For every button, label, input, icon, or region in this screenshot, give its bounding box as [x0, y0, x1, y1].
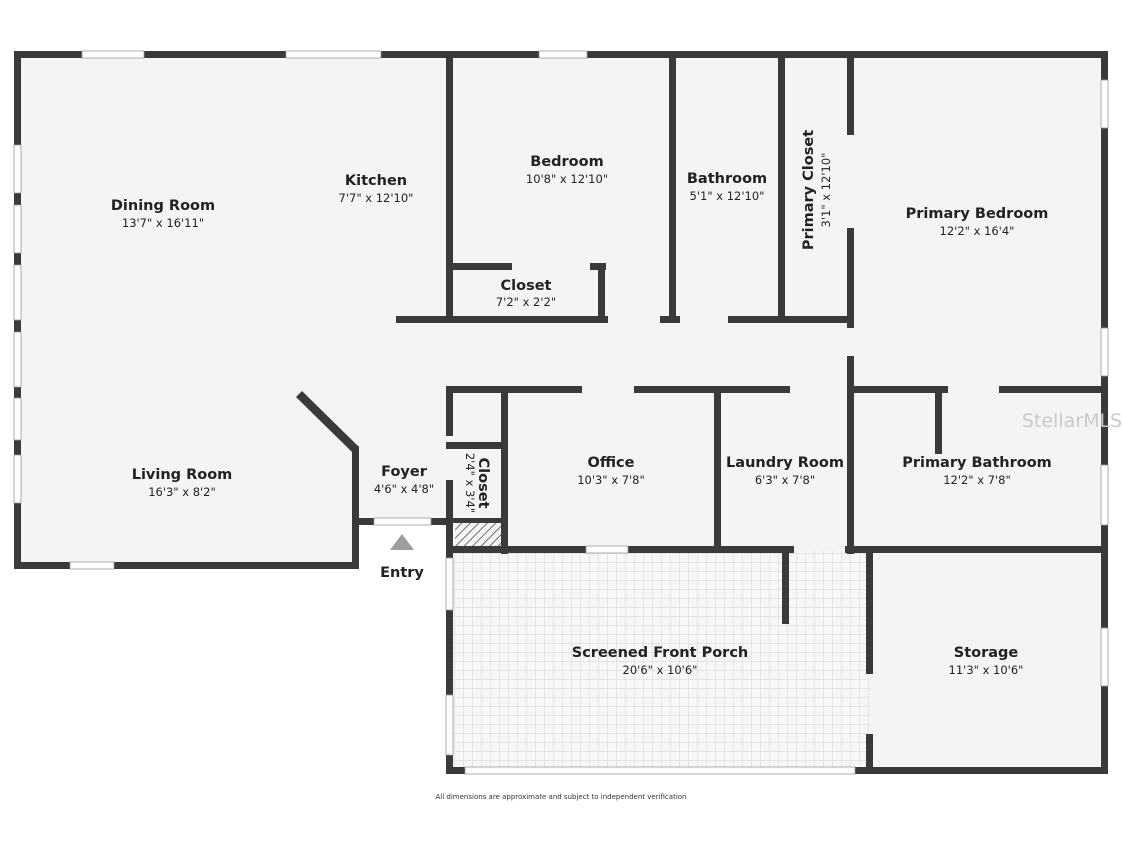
wall-foyer-bottom-l — [352, 518, 374, 525]
hatched-area — [455, 523, 503, 546]
floor-north — [450, 55, 1104, 325]
wall-living-right — [352, 446, 359, 569]
room-dim-living: 16'3" x 8'2" — [148, 485, 216, 499]
window — [1100, 79, 1109, 129]
room-dim-office: 10'3" x 7'8" — [577, 473, 645, 487]
room-name-primary-bathroom: Primary Bathroom — [902, 455, 1052, 471]
wall-office-laundry — [714, 390, 721, 550]
wall-closet-primary-bottom — [847, 228, 854, 328]
wall-kitchen-bedroom — [446, 55, 453, 323]
window — [69, 561, 115, 570]
window — [81, 50, 145, 59]
room-dim-dining: 13'7" x 16'11" — [122, 216, 204, 230]
room-dim-foyer: 4'6" x 4'8" — [374, 482, 434, 496]
wall-porch-stub — [782, 550, 789, 624]
room-name-closet-bedroom: Closet — [501, 278, 552, 294]
room-name-dining: Dining Room — [111, 198, 215, 214]
room-dim-closet-bedroom: 7'2" x 2'2" — [496, 295, 556, 309]
wall-primary-bath-stub — [935, 390, 942, 454]
wall-office-left — [501, 386, 508, 554]
window — [13, 454, 22, 504]
room-name-living: Living Room — [132, 467, 233, 483]
wall-diagonal — [296, 391, 359, 453]
window — [445, 694, 454, 756]
window — [1100, 327, 1109, 377]
room-dim-primary-bedroom: 12'2" x 16'4" — [940, 224, 1015, 238]
room-labels: Dining Room 13'7" x 16'11" Kitchen 7'7" … — [111, 130, 1052, 677]
window — [1100, 464, 1109, 526]
room-name-closet-foyer: Closet — [475, 458, 491, 509]
entry-arrow-icon — [390, 534, 414, 550]
wall-porch-left — [446, 546, 453, 773]
room-dim-storage: 11'3" x 10'6" — [949, 663, 1024, 677]
room-dim-bathroom: 5'1" x 12'10" — [690, 189, 765, 203]
window — [445, 557, 454, 611]
foyer-closet-label: Closet 2'4" x 3'4" — [463, 453, 491, 513]
window — [285, 50, 382, 59]
windows — [13, 50, 1109, 775]
wall-bedroom-bath — [669, 55, 676, 323]
wall-foyer-bottom-r — [431, 518, 453, 525]
wall-storage-left-b — [866, 734, 873, 770]
room-dim-primary-closet: 3'1" x 12'10" — [819, 153, 833, 228]
wall-office-top-l — [446, 386, 582, 393]
room-dim-porch: 20'6" x 10'6" — [623, 663, 698, 677]
window — [538, 50, 588, 59]
room-name-kitchen: Kitchen — [345, 173, 407, 189]
wall-hall-north-a — [396, 316, 608, 323]
wall-storage-left-a — [866, 550, 873, 674]
window — [13, 264, 22, 321]
room-dim-closet-foyer: 2'4" x 3'4" — [463, 453, 477, 513]
wall-porch-top-c — [845, 546, 1108, 553]
window — [585, 545, 629, 554]
wall-primary-bottom-l — [847, 386, 948, 393]
room-name-laundry: Laundry Room — [726, 455, 844, 471]
room-name-storage: Storage — [954, 645, 1019, 661]
room-name-office: Office — [588, 455, 635, 471]
wall-living-bottom — [14, 562, 359, 569]
room-dim-primary-bathroom: 12'2" x 7'8" — [943, 473, 1011, 487]
wall-primary-bath-left — [847, 356, 854, 554]
wall-hall-north-b — [660, 316, 680, 323]
floor-storage — [870, 551, 1104, 770]
entry-label: Entry — [380, 565, 424, 581]
wall-foyer-right-a — [446, 386, 453, 436]
wall-closet-top-l — [450, 263, 512, 270]
room-dim-laundry: 6'3" x 7'8" — [755, 473, 815, 487]
porch-screen — [464, 766, 856, 775]
room-name-bedroom: Bedroom — [530, 154, 603, 170]
window — [13, 204, 22, 254]
wall-bath-closet — [778, 55, 785, 323]
wall-right — [1101, 51, 1108, 773]
room-dim-kitchen: 7'7" x 12'10" — [339, 191, 414, 205]
floor-fills — [18, 55, 1104, 770]
wall-porch-top-b — [628, 546, 794, 553]
room-name-primary-bedroom: Primary Bedroom — [906, 206, 1049, 222]
window — [13, 144, 22, 194]
wall-closet-primary-top — [847, 55, 854, 135]
room-name-bathroom: Bathroom — [687, 171, 767, 187]
floor-main — [18, 55, 1104, 565]
wall-office-top-r — [634, 386, 790, 393]
footer-note: All dimensions are approximate and subje… — [436, 793, 687, 801]
wall-closet-bottom — [450, 518, 508, 523]
wall-hall-north-c — [728, 316, 854, 323]
room-name-foyer: Foyer — [381, 464, 428, 480]
wall-primary-bottom-r — [999, 386, 1108, 393]
room-name-primary-closet: Primary Closet — [801, 130, 817, 250]
wall-foyer-right-b — [446, 480, 453, 550]
watermark: StellarMLS — [1022, 410, 1122, 432]
window — [13, 397, 22, 441]
window — [1100, 627, 1109, 687]
floor-porch — [450, 551, 870, 770]
primary-closet-label: Primary Closet 3'1" x 12'10" — [801, 130, 833, 250]
entry-door — [373, 517, 432, 526]
wall-closet-mid — [446, 442, 508, 449]
wall-porch-top-a — [446, 546, 586, 553]
window — [13, 331, 22, 388]
room-dim-bedroom: 10'8" x 12'10" — [526, 172, 608, 186]
wall-closet-right — [598, 263, 605, 321]
room-name-porch: Screened Front Porch — [572, 645, 749, 661]
